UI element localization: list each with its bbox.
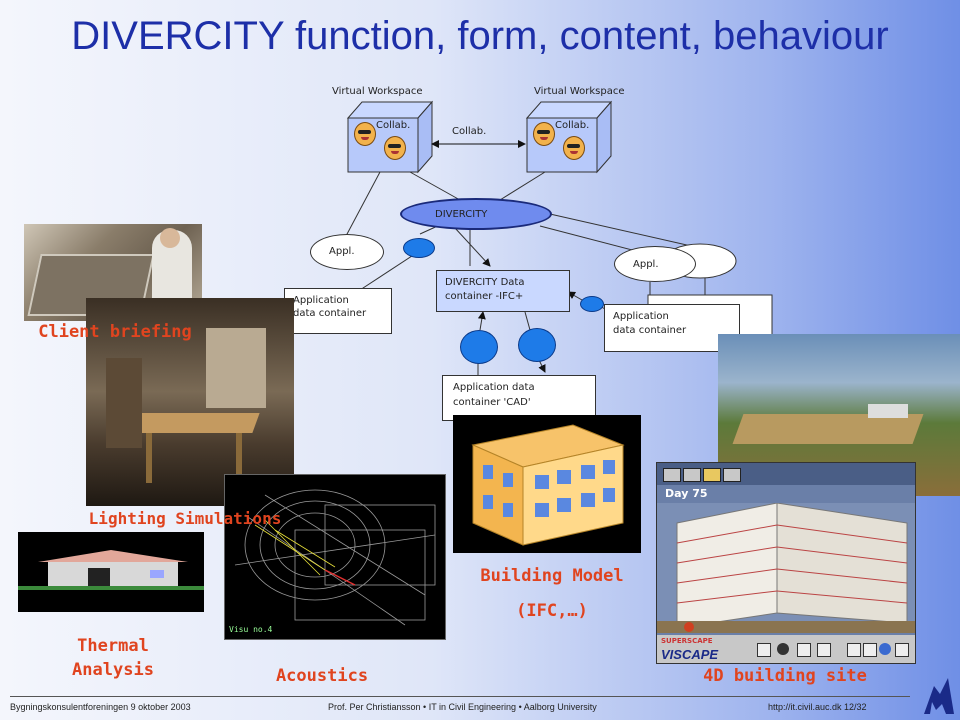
app-container-right-line2: data container bbox=[613, 325, 687, 336]
footer-divider bbox=[10, 696, 910, 697]
collab-link-label: Collab. bbox=[452, 126, 487, 137]
avatar-face-icon bbox=[533, 122, 555, 146]
appl-left-node: Appl. bbox=[310, 234, 384, 270]
app-container-left-line2: data container bbox=[293, 308, 367, 319]
workspace-right-label: Virtual Workspace bbox=[534, 86, 625, 97]
nav-arrows-icon[interactable] bbox=[757, 643, 771, 657]
acoustics-caption: Acoustics bbox=[275, 666, 369, 686]
divercity-node: DIVERCITY bbox=[400, 198, 552, 230]
back-icon[interactable] bbox=[663, 468, 681, 482]
superscape-tagline: SUPERSCAPE bbox=[661, 637, 713, 645]
thermal-caption-line1: Thermal bbox=[77, 636, 149, 656]
slide-title: DIVERCITY function, form, content, behav… bbox=[71, 14, 889, 58]
acoustics-image: Visu no.4 bbox=[224, 474, 446, 640]
play-icon[interactable] bbox=[723, 468, 741, 482]
avatar-face-icon bbox=[563, 136, 585, 160]
camera-icon[interactable] bbox=[797, 643, 811, 657]
footer-right: http://it.civil.auc.dk 12/32 bbox=[768, 702, 867, 712]
appl-right-label: Appl. bbox=[633, 259, 659, 270]
app-container-right-line1: Application bbox=[613, 311, 669, 322]
footer-left: Bygningskonsulentforeningen 9 oktober 20… bbox=[10, 702, 191, 712]
acoustics-view-label: Visu no.4 bbox=[229, 625, 273, 634]
avatar-face-icon bbox=[354, 122, 376, 146]
data-container-line2: container -IFC+ bbox=[445, 291, 524, 302]
app-container-right: Application data container bbox=[604, 304, 740, 352]
adapter-ball bbox=[460, 330, 498, 364]
adapter-ball bbox=[518, 328, 556, 362]
footer-center: Prof. Per Christiansson • IT in Civil En… bbox=[328, 702, 597, 712]
cad-data-container: Application data container 'CAD' bbox=[442, 375, 596, 421]
thermal-caption-line2: Analysis bbox=[72, 660, 154, 680]
app-container-left-line1: Application bbox=[293, 295, 349, 306]
building-model-image bbox=[453, 415, 641, 553]
data-container-line1: DIVERCITY Data bbox=[445, 277, 525, 288]
cad-container-line2: container 'CAD' bbox=[453, 397, 531, 408]
workspace-left-label: Virtual Workspace bbox=[332, 86, 423, 97]
day-counter: Day 75 bbox=[665, 487, 708, 500]
collab-left-label: Collab. bbox=[376, 120, 411, 131]
divercity-data-container: DIVERCITY Data container -IFC+ bbox=[436, 270, 570, 312]
rotate-icon[interactable] bbox=[817, 643, 831, 657]
client-briefing-caption: Client briefing bbox=[38, 322, 192, 342]
aalborg-university-logo bbox=[924, 678, 954, 714]
globe-icon[interactable] bbox=[879, 643, 891, 655]
collab-right-label: Collab. bbox=[555, 120, 590, 131]
forward-icon[interactable] bbox=[683, 468, 701, 482]
chart-icon[interactable] bbox=[847, 643, 861, 657]
thermal-analysis-image bbox=[18, 532, 204, 612]
4d-site-caption: 4D building site bbox=[703, 666, 867, 686]
lighting-caption: Lighting Simulations bbox=[88, 509, 282, 528]
building-model-caption-line1: Building Model bbox=[480, 566, 624, 586]
cad-container-line1: Application data bbox=[453, 382, 535, 393]
goto-icon[interactable] bbox=[703, 468, 721, 482]
appl-left-label: Appl. bbox=[329, 246, 355, 257]
person-icon[interactable] bbox=[777, 643, 789, 655]
tools-icon[interactable] bbox=[863, 643, 877, 657]
grid-icon[interactable] bbox=[895, 643, 909, 657]
avatar-face-icon bbox=[384, 136, 406, 160]
building-model-caption-line2: (IFC,…) bbox=[516, 601, 588, 621]
lighting-simulation-photo bbox=[86, 298, 294, 506]
adapter-ball bbox=[580, 296, 604, 312]
app-container-left: Application data container bbox=[284, 288, 392, 334]
viscape-4d-site-image: Day 75 SUPERSCAPE VISCAPE bbox=[656, 462, 916, 664]
viscape-logo: VISCAPE bbox=[661, 647, 719, 662]
divercity-label: DIVERCITY bbox=[435, 209, 488, 220]
appl-right-node: Appl. bbox=[614, 246, 696, 282]
adapter-ball bbox=[403, 238, 435, 258]
